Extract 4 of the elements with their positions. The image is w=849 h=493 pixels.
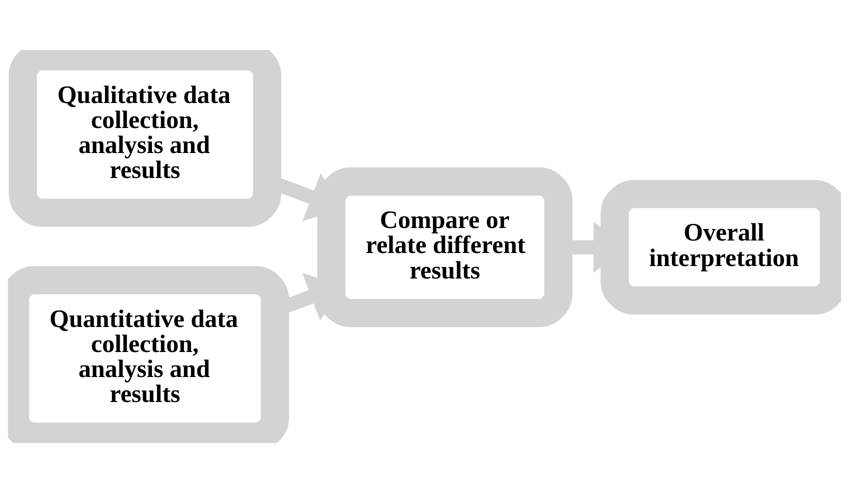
node-box: Qualitative data collection, analysis and results xyxy=(8,50,282,227)
node-box: Quantitative data collection, analysis and results xyxy=(8,266,290,443)
node-box: Compare or relate different results xyxy=(317,167,572,328)
node-box: Overall interpretation xyxy=(600,180,841,315)
